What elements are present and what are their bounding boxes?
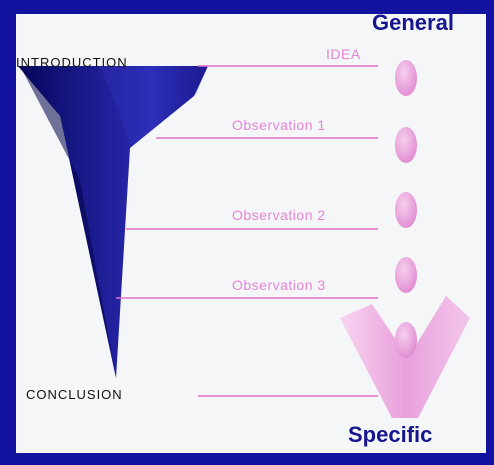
label-observation-2: Observation 2 — [232, 207, 326, 223]
label-idea: IDEA — [326, 46, 361, 62]
label-conclusion: CONCLUSION — [26, 387, 123, 402]
label-observation-1: Observation 1 — [232, 117, 326, 133]
label-introduction: INTRODUCTION — [16, 55, 128, 70]
heading-general: General — [372, 10, 454, 35]
oval-2 — [395, 127, 417, 163]
oval-5 — [395, 322, 417, 358]
connector-lines — [116, 65, 378, 397]
oval-1 — [395, 60, 417, 96]
heading-specific: Specific — [348, 422, 433, 447]
funnel-arrow — [18, 66, 208, 378]
pink-oval-column — [395, 60, 417, 358]
label-observation-3: Observation 3 — [232, 277, 326, 293]
oval-4 — [395, 257, 417, 293]
oval-3 — [395, 192, 417, 228]
top-border — [0, 0, 494, 14]
